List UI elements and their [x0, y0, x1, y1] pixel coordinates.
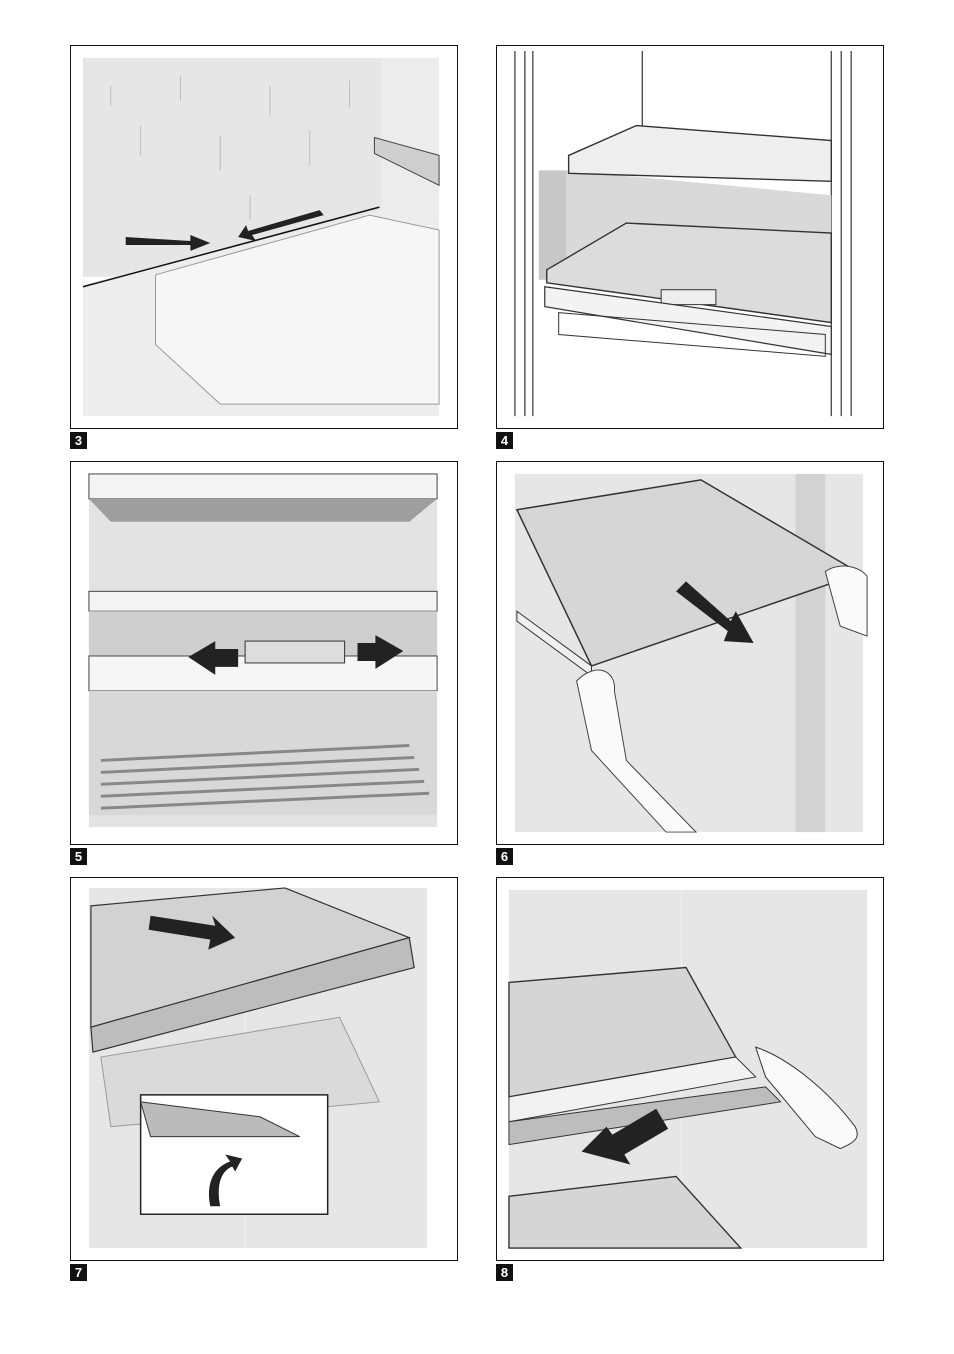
figure-5-illustration — [70, 461, 458, 845]
pull-shelf-drawing — [71, 878, 457, 1260]
figure-number: 5 — [70, 848, 87, 865]
release-clip-drawing — [71, 462, 457, 844]
figure-7-illustration — [70, 877, 458, 1261]
figure-6-illustration — [496, 461, 884, 845]
figure-4-illustration — [496, 45, 884, 429]
figure-number: 6 — [496, 848, 513, 865]
insert-shelf-drawing — [497, 878, 883, 1260]
figure-3-illustration — [70, 45, 458, 429]
figure-number: 3 — [70, 432, 87, 449]
tilt-shelf-drawing — [497, 462, 883, 844]
figure-8-illustration — [496, 877, 884, 1261]
figure-number: 4 — [496, 432, 513, 449]
drain-channel-drawing — [71, 46, 457, 428]
figure-number: 7 — [70, 1264, 87, 1281]
figure-number: 8 — [496, 1264, 513, 1281]
shelves-overview-drawing — [497, 46, 883, 428]
